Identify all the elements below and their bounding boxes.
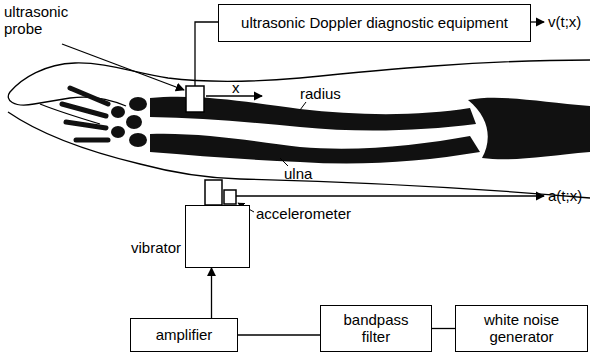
signal-connector [432, 328, 455, 329]
ulna-bone [150, 134, 480, 164]
part-label: x [232, 80, 240, 97]
hand-bones [62, 88, 108, 140]
device-box: vibrator [185, 205, 250, 268]
box-text: ultrasonic Doppler diagnostic equipment [230, 15, 520, 32]
signal-line [531, 21, 544, 22]
signal-connector [211, 268, 212, 318]
signal-line [236, 195, 544, 196]
part-label: v(t;x) [548, 14, 581, 31]
ultrasonic-probe [186, 86, 204, 112]
part-label: a(t;x) [548, 188, 582, 205]
box-text: bandpass filter [339, 312, 413, 345]
vibrator-tip [205, 180, 222, 205]
box-text: white noise generator [470, 312, 574, 345]
part-label: ulna [284, 166, 312, 183]
box-text: vibrator [131, 240, 181, 257]
leader-line [300, 102, 306, 110]
leader-line [280, 158, 288, 166]
probe-leader [62, 44, 184, 90]
part-label: accelerometer [256, 206, 351, 223]
part-label: ultrasonic probe [4, 4, 84, 37]
signal-connector [238, 334, 320, 335]
accelerometer [224, 190, 236, 204]
humerus-bone [468, 98, 590, 159]
device-box: ultrasonic Doppler diagnostic equipment [218, 4, 531, 42]
probe-cable [195, 22, 218, 86]
device-box: bandpass filter [320, 305, 432, 352]
part-label: radius [300, 86, 341, 103]
carpal-bones [111, 97, 147, 147]
device-box: white noise generator [455, 305, 588, 352]
device-box: amplifier [130, 318, 238, 352]
box-text: amplifier [136, 327, 232, 344]
